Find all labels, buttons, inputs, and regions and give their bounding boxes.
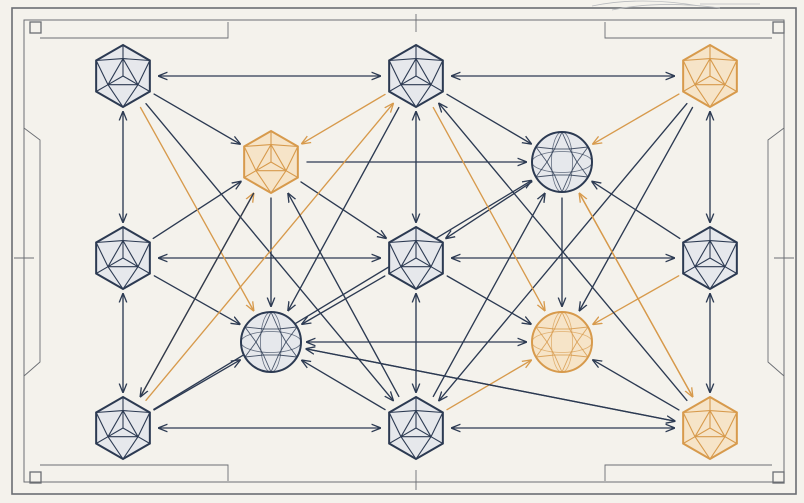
edge-n8-n10 [593,276,678,324]
bottom-guide-left [40,465,228,481]
node-n5-sphere-navy [532,132,592,192]
edge-n11-n9 [154,360,240,410]
bottom-guide-right [605,465,772,481]
edge-n12-n9 [302,360,385,409]
corner-square-tl [30,22,41,33]
top-guide-right [605,22,772,38]
right-guide [768,128,784,376]
edge-n13-n10 [593,360,679,410]
node-n11-icosahedron-navy [96,397,150,459]
top-guide-left [40,22,228,38]
corner-square-br [773,472,784,483]
corner-square-bl [30,472,41,483]
edge-n2-n5 [447,94,531,143]
edge-n2-n4 [302,94,385,143]
corner-square-tr [773,22,784,33]
node-n7-icosahedron-navy [389,227,443,289]
edge-n2-n10 [433,108,544,311]
edge-n7-n9 [302,276,385,324]
node-n10-sphere-orange [532,312,592,372]
edge-n1-n4 [154,94,240,144]
node-n13-icosahedron-orange [683,397,737,459]
edge-n4-n11 [141,194,254,397]
edge-n3-n5 [593,94,679,144]
edge-n11-n5 [154,181,531,410]
edge-n5-n13 [580,194,693,397]
node-n3-icosahedron-orange [683,45,737,107]
edge-n1-n9 [141,108,254,311]
edge-n3-n10 [580,108,693,311]
node-n1-icosahedron-navy [96,45,150,107]
node-n4-icosahedron-orange [244,131,298,193]
node-n9-sphere-navy [241,312,301,372]
node-n2-icosahedron-navy [389,45,443,107]
left-guide [24,128,40,376]
edge-n9-n13 [306,349,674,421]
node-n6-icosahedron-navy [96,227,150,289]
node-n12-icosahedron-navy [389,397,443,459]
node-n8-icosahedron-navy [683,227,737,289]
edge-n12-n5 [433,194,544,397]
edge-n6-n9 [154,276,239,324]
node-layer [96,45,737,459]
edge-n7-n10 [447,276,531,324]
